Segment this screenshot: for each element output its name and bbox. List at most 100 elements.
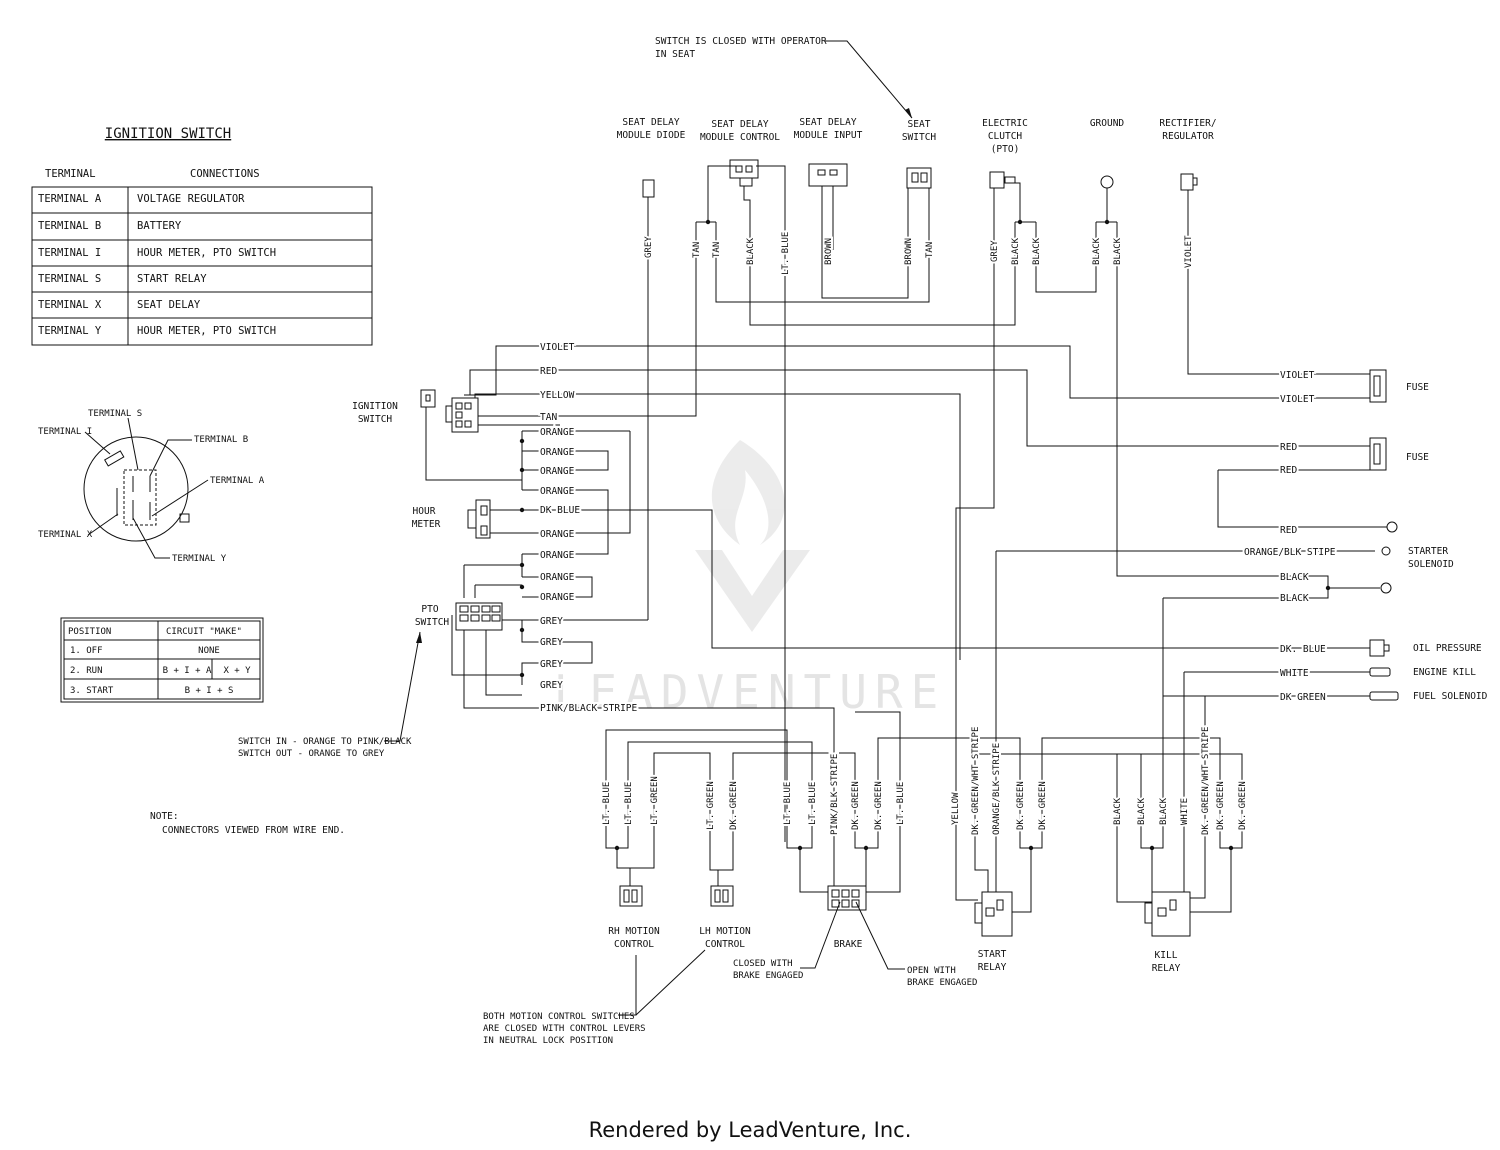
svg-text:CLOSED WITH: CLOSED WITH [733,959,793,969]
svg-text:TERMINAL A: TERMINAL A [210,476,265,486]
svg-text:RED: RED [1280,525,1297,536]
svg-text:HOUR METER, PTO SWITCH: HOUR METER, PTO SWITCH [137,247,276,259]
svg-text:DK GREEN: DK GREEN [1280,692,1326,703]
svg-text:GREY: GREY [540,680,563,691]
svg-text:DK. GREEN: DK. GREEN [1216,781,1226,830]
svg-text:NONE: NONE [198,646,220,656]
svg-text:DK. GREEN: DK. GREEN [729,781,739,830]
svg-text:BRAKE: BRAKE [834,939,863,950]
svg-text:LT. BLUE: LT. BLUE [602,782,612,825]
svg-text:DK. GREEN: DK. GREEN [851,781,861,830]
svg-text:DK. GREEN: DK. GREEN [1016,781,1026,830]
svg-text:ENGINE KILL: ENGINE KILL [1413,667,1476,678]
svg-text:BRAKE ENGAGED: BRAKE ENGAGED [733,971,803,981]
vertical-wire-labels: GREY TAN TAN BLACK LT. BLUE BROWN BROWN … [600,230,1250,837]
wiring-diagram: LEADVENTURE SWITCH IS CLOSED WITH OPERAT… [31,36,1488,1046]
svg-text:CONNECTIONS: CONNECTIONS [190,168,260,180]
svg-text:SOLENOID: SOLENOID [1408,559,1454,570]
svg-text:TERMINAL I: TERMINAL I [38,427,92,437]
svg-text:PINK/BLK STRIPE: PINK/BLK STRIPE [830,754,840,835]
note-text: CONNECTORS VIEWED FROM WIRE END. [162,825,345,836]
footer-credit: Rendered by LeadVenture, Inc. [588,1118,912,1142]
svg-text:TERMINAL I: TERMINAL I [38,247,101,259]
svg-text:B + I + A: B + I + A [163,666,212,676]
svg-text:VOLTAGE REGULATOR: VOLTAGE REGULATOR [137,193,245,205]
svg-text:BLACK: BLACK [1137,797,1147,825]
svg-text:SWITCH: SWITCH [358,414,393,425]
svg-text:TERMINAL B: TERMINAL B [194,435,248,445]
svg-text:LT. GREEN: LT. GREEN [706,781,716,830]
svg-text:ORANGE: ORANGE [540,572,575,583]
svg-text:LT. BLUE: LT. BLUE [808,782,818,825]
bottom-connectors [619,885,1191,937]
svg-text:VIOLET: VIOLET [1280,394,1315,405]
svg-text:MODULE DIODE: MODULE DIODE [617,130,686,141]
watermark-logo [695,440,810,632]
svg-text:PINK/BLACK STRIPE: PINK/BLACK STRIPE [540,703,638,714]
svg-text:CLUTCH: CLUTCH [988,131,1023,142]
svg-text:BLACK: BLACK [1159,797,1169,825]
svg-text:RELAY: RELAY [978,962,1007,973]
svg-text:GREY: GREY [540,659,563,670]
svg-text:1. OFF: 1. OFF [70,646,103,656]
svg-text:DK. BLUE: DK. BLUE [1280,644,1326,655]
svg-text:RED: RED [540,366,557,377]
svg-text:TAN: TAN [925,242,935,258]
svg-text:RH MOTION: RH MOTION [608,926,660,937]
svg-text:LT. BLUE: LT. BLUE [624,782,634,825]
svg-text:TERMINAL S: TERMINAL S [88,409,142,419]
svg-text:HOUR: HOUR [413,506,436,517]
svg-text:WHITE: WHITE [1280,668,1309,679]
svg-text:DK. GREEN: DK. GREEN [874,781,884,830]
svg-text:DK. GREEN: DK. GREEN [1038,781,1048,830]
svg-text:ORANGE/BLK STIPE: ORANGE/BLK STIPE [1244,547,1336,558]
svg-text:ORANGE: ORANGE [540,592,575,603]
svg-text:START RELAY: START RELAY [137,273,207,285]
svg-text:TAN: TAN [540,412,557,423]
svg-text:BRAKE ENGAGED: BRAKE ENGAGED [907,978,977,988]
svg-text:BOTH MOTION CONTROL SWITCHES: BOTH MOTION CONTROL SWITCHES [483,1012,635,1022]
svg-text:TERMINAL Y: TERMINAL Y [38,325,102,337]
svg-text:WHITE: WHITE [1180,798,1190,825]
top-component-labels: SEAT DELAY MODULE DIODE SEAT DELAY MODUL… [617,117,1217,155]
svg-text:SEAT DELAY: SEAT DELAY [622,117,679,128]
svg-text:ORANGE: ORANGE [540,550,575,561]
right-connectors [1369,369,1399,701]
svg-text:ORANGE/BLK STRIPE: ORANGE/BLK STRIPE [992,743,1002,835]
svg-text:LT. BLUE: LT. BLUE [783,782,793,825]
svg-text:SWITCH OUT - ORANGE TO GREY: SWITCH OUT - ORANGE TO GREY [238,749,385,759]
svg-text:CONTROL: CONTROL [614,939,654,950]
svg-text:LH MOTION: LH MOTION [699,926,751,937]
svg-text:BATTERY: BATTERY [137,220,182,232]
svg-text:ORANGE: ORANGE [540,486,575,497]
svg-text:TERMINAL: TERMINAL [45,168,96,180]
svg-text:YELLOW: YELLOW [540,390,575,401]
svg-text:LT. BLUE: LT. BLUE [781,232,791,275]
seat-annotation: SWITCH IS CLOSED WITH OPERATOR IN SEAT [655,36,913,119]
left-connectors [420,389,503,631]
svg-text:CIRCUIT "MAKE": CIRCUIT "MAKE" [166,627,242,637]
svg-text:DK. GREEN/WHT STRIPE: DK. GREEN/WHT STRIPE [1201,727,1211,835]
svg-text:BROWN: BROWN [904,238,914,265]
svg-text:DK. GREEN: DK. GREEN [1238,781,1248,830]
svg-text:RECTIFIER/: RECTIFIER/ [1159,118,1216,129]
svg-text:SWITCH IS CLOSED WITH OPERATOR: SWITCH IS CLOSED WITH OPERATOR [655,36,827,47]
svg-text:OPEN WITH: OPEN WITH [907,966,956,976]
svg-text:BLACK: BLACK [746,237,756,265]
bottom-component-labels: RH MOTION CONTROL LH MOTION CONTROL BRAK… [483,901,1181,1046]
svg-text:SEAT: SEAT [908,119,931,130]
ignition-switch-face: TERMINAL S TERMINAL I TERMINAL B TERMINA… [38,409,265,564]
svg-text:BLACK: BLACK [1092,237,1102,265]
ignition-switch-table: IGNITION SWITCH TERMINAL CONNECTIONS TER… [31,126,373,346]
svg-text:PTO: PTO [421,604,438,615]
svg-text:START: START [978,949,1007,960]
svg-text:SWITCH IN - ORANGE TO PINK/BLA: SWITCH IN - ORANGE TO PINK/BLACK [238,737,412,747]
svg-text:ORANGE: ORANGE [540,447,575,458]
svg-text:ORANGE: ORANGE [540,427,575,438]
right-component-labels: FUSE FUSE STARTER SOLENOID OIL PRESSURE … [1406,382,1488,702]
svg-text:IN NEUTRAL LOCK POSITION: IN NEUTRAL LOCK POSITION [483,1036,613,1046]
svg-text:GREY: GREY [990,240,1000,262]
svg-text:VIOLET: VIOLET [1280,370,1315,381]
svg-text:OIL PRESSURE: OIL PRESSURE [1413,643,1482,654]
